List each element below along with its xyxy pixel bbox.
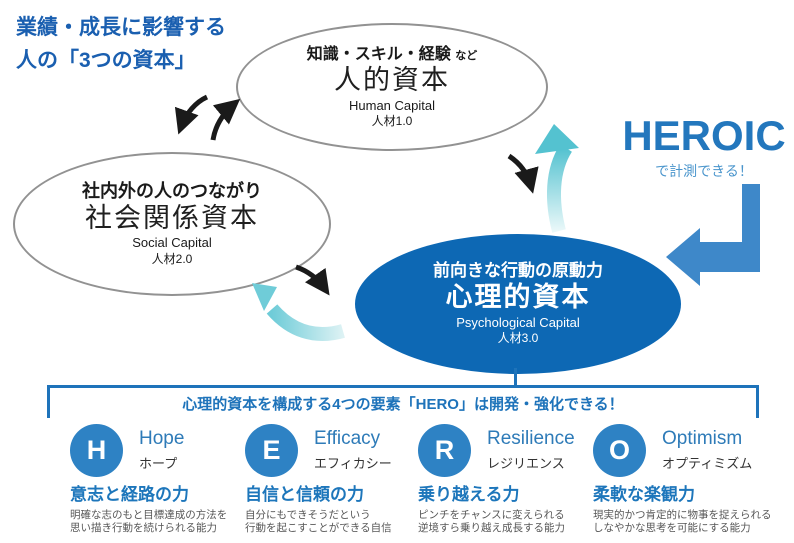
efficacy-labels: Efficacy エフィカシー: [314, 428, 392, 472]
psychological-capital-generation: 人材3.0: [497, 331, 539, 346]
resilience-labels: Resilience レジリエンス: [487, 428, 575, 472]
resilience-title: 乗り越える力: [418, 485, 520, 504]
ellipse-psychological-capital: 前向きな行動の原動力 心理的資本 Psychological Capital 人…: [355, 234, 681, 374]
page-title-line1: 業績・成長に影響する: [16, 16, 226, 39]
page-title-line2: 人の「3つの資本」: [16, 48, 196, 72]
optimism-labels: Optimism オプティミズム: [662, 428, 753, 472]
social-capital-tag: 社内外の人のつながり: [82, 180, 262, 201]
human-capital-tag: 知識・スキル・経験: [306, 45, 451, 63]
hope-en-label: Hope: [139, 428, 185, 450]
hope-circle-icon: H: [70, 424, 123, 477]
social-capital-generation: 人材2.0: [151, 251, 193, 266]
arrow-psych-to-social-icon: [252, 283, 345, 341]
efficacy-en-label: Efficacy: [314, 428, 381, 450]
human-capital-tag-suffix: など: [455, 49, 478, 62]
hero-item-resilience: R Resilience レジリエンス 乗り越える力 ピンチをチャンスに変えられ…: [418, 424, 592, 535]
resilience-en-label: Resilience: [487, 428, 575, 450]
hope-desc-line1: 明確な志のもと目標達成の方法を: [70, 508, 228, 521]
arrow-human-to-social-icon: [174, 94, 209, 135]
efficacy-title: 自信と信頼の力: [245, 485, 364, 504]
social-capital-name: 社会関係資本: [85, 202, 259, 233]
ellipse-human-capital: 知識・スキル・経験 など 人的資本 Human Capital 人材1.0: [236, 23, 548, 151]
arrow-social-to-psych-icon: [295, 264, 330, 296]
hope-labels: Hope ホープ: [139, 428, 185, 472]
hope-title: 意志と経路の力: [70, 485, 189, 504]
hero-item-efficacy: E Efficacy エフィカシー 自信と信頼の力 自分にもできそうだという 行…: [245, 424, 417, 535]
hope-header: H Hope ホープ: [70, 424, 242, 477]
efficacy-description: 自分にもできそうだという 行動を起こすことができる自信: [245, 509, 417, 535]
human-capital-generation: 人材1.0: [371, 113, 413, 128]
efficacy-desc-line1: 自分にもできそうだという: [245, 508, 371, 521]
human-capital-name: 人的資本: [334, 64, 450, 95]
hero-bracket: 心理的資本を構成する4つの要素「HERO」は開発・強化できる！: [47, 385, 759, 418]
elbow-arrow-icon: [666, 184, 760, 286]
hero-item-optimism: O Optimism オプティミズム 柔軟な楽観力 現実的かつ肯定的に物事を捉え…: [593, 424, 791, 535]
human-capital-tagline: 知識・スキル・経験 など: [307, 46, 477, 64]
heroic-label: HEROIC: [622, 112, 786, 159]
arrow-human-to-psych-icon: [507, 153, 539, 194]
psychological-capital-name: 心理的資本: [445, 282, 591, 313]
arrow-social-to-human-icon: [210, 98, 241, 141]
resilience-jp-label: レジリエンス: [487, 455, 565, 471]
ellipse-social-capital: 社内外の人のつながり 社会関係資本 Social Capital 人材2.0: [13, 152, 331, 296]
efficacy-header: E Efficacy エフィカシー: [245, 424, 417, 477]
resilience-desc-line1: ピンチをチャンスに変えられる: [418, 508, 565, 521]
resilience-circle-icon: R: [418, 424, 471, 477]
heroic-caption: で計測できる！: [655, 163, 753, 180]
efficacy-jp-label: エフィカシー: [314, 455, 392, 471]
efficacy-circle-icon: E: [245, 424, 298, 477]
efficacy-desc-line2: 行動を起こすことができる自信: [245, 521, 392, 534]
human-capital-en: Human Capital: [349, 97, 435, 113]
hero-item-hope: H Hope ホープ 意志と経路の力 明確な志のもと目標達成の方法を 思い描き行…: [70, 424, 242, 535]
page-title: 業績・成長に影響する 人の「3つの資本」: [16, 12, 226, 77]
banner-text: 心理的資本を構成する4つの要素「HERO」は開発・強化できる！: [182, 396, 624, 413]
optimism-circle-icon: O: [593, 424, 646, 477]
optimism-desc-line1: 現実的かつ肯定的に物事を捉えられる: [593, 508, 772, 521]
resilience-desc-line2: 逆境すら乗り越え成長する能力: [418, 521, 565, 534]
hope-description: 明確な志のもと目標達成の方法を 思い描き行動を続けられる能力: [70, 509, 242, 535]
psychological-capital-tag: 前向きな行動の原動力: [433, 261, 603, 281]
hope-jp-label: ホープ: [139, 455, 178, 471]
resilience-description: ピンチをチャンスに変えられる 逆境すら乗り越え成長する能力: [418, 509, 592, 535]
arrow-psych-to-human-icon: [535, 124, 579, 233]
optimism-title: 柔軟な楽観力: [593, 485, 695, 504]
optimism-desc-line2: しなやかな思考を可能にする能力: [593, 521, 751, 534]
resilience-header: R Resilience レジリエンス: [418, 424, 592, 477]
optimism-jp-label: オプティミズム: [662, 455, 753, 471]
optimism-en-label: Optimism: [662, 428, 743, 450]
optimism-description: 現実的かつ肯定的に物事を捉えられる しなやかな思考を可能にする能力: [593, 509, 791, 535]
hope-desc-line2: 思い描き行動を続けられる能力: [70, 521, 217, 534]
optimism-header: O Optimism オプティミズム: [593, 424, 791, 477]
social-capital-en: Social Capital: [132, 235, 212, 251]
connector-line: [514, 368, 517, 386]
psychological-capital-en: Psychological Capital: [456, 314, 580, 330]
heroic-block: HEROIC で計測できる！: [614, 112, 794, 181]
